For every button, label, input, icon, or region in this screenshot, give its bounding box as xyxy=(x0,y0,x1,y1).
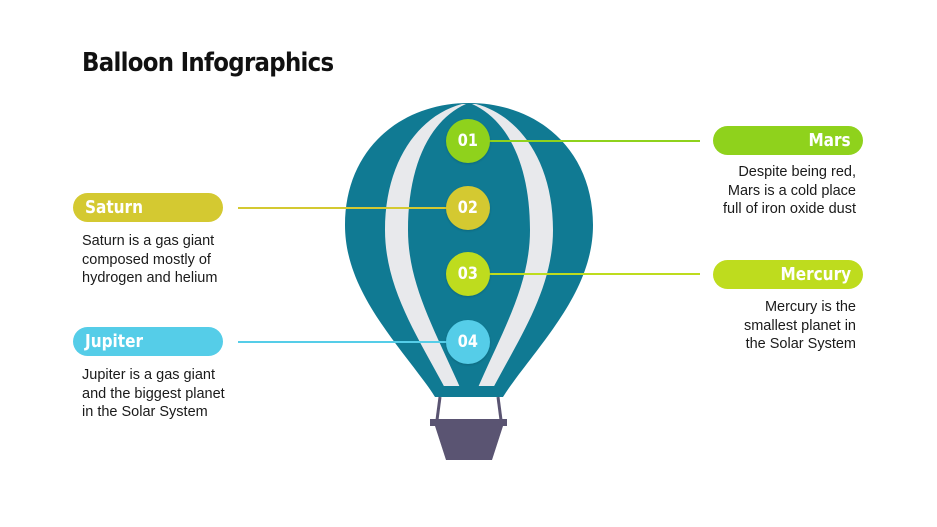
description-line: Saturn is a gas giant xyxy=(82,233,215,249)
label-pill-mars: Mars xyxy=(713,126,863,155)
page-title: Balloon Infographics xyxy=(82,48,334,78)
label-pill-mercury: Mercury xyxy=(713,260,863,289)
label-saturn: Saturn xyxy=(85,197,143,218)
description-saturn: Saturn is a gas giant composed mostly of… xyxy=(82,232,262,288)
basket xyxy=(435,426,503,460)
description-line: Despite being red, xyxy=(738,164,856,180)
step-number: 02 xyxy=(457,198,479,218)
step-badge-02: 02 xyxy=(446,186,490,230)
description-mars: Despite being red, Mars is a cold place … xyxy=(676,163,856,219)
label-mercury: Mercury xyxy=(780,264,851,285)
description-line: full of iron oxide dust xyxy=(723,201,856,217)
label-mars: Mars xyxy=(808,130,851,151)
label-pill-jupiter: Jupiter xyxy=(73,327,223,356)
description-line: and the biggest planet xyxy=(82,385,225,402)
step-badge-01: 01 xyxy=(446,119,490,163)
balloon-stripe-right xyxy=(472,104,553,392)
step-number: 01 xyxy=(457,131,479,151)
step-badge-04: 04 xyxy=(446,320,490,364)
description-line: Mars is a cold place xyxy=(727,182,856,199)
description-line: Jupiter is a gas giant xyxy=(82,367,215,383)
description-line: smallest planet in xyxy=(743,317,856,334)
balloon-stripe-left xyxy=(385,104,466,392)
description-mercury: Mercury is the smallest planet in the So… xyxy=(676,298,856,354)
description-line: hydrogen and helium xyxy=(82,270,218,286)
label-pill-saturn: Saturn xyxy=(73,193,223,222)
description-line: Mercury is the xyxy=(764,299,856,315)
balloon-skirt xyxy=(428,386,510,397)
basket-rim xyxy=(430,419,507,426)
step-badge-03: 03 xyxy=(446,252,490,296)
description-line: in the Solar System xyxy=(82,404,208,420)
rope-right xyxy=(496,396,503,421)
description-line: composed mostly of xyxy=(82,251,211,268)
rope-left xyxy=(435,396,442,421)
label-jupiter: Jupiter xyxy=(85,331,144,352)
step-number: 04 xyxy=(457,332,479,352)
description-jupiter: Jupiter is a gas giant and the biggest p… xyxy=(82,366,262,422)
step-number: 03 xyxy=(457,264,479,284)
description-line: the Solar System xyxy=(745,336,856,352)
